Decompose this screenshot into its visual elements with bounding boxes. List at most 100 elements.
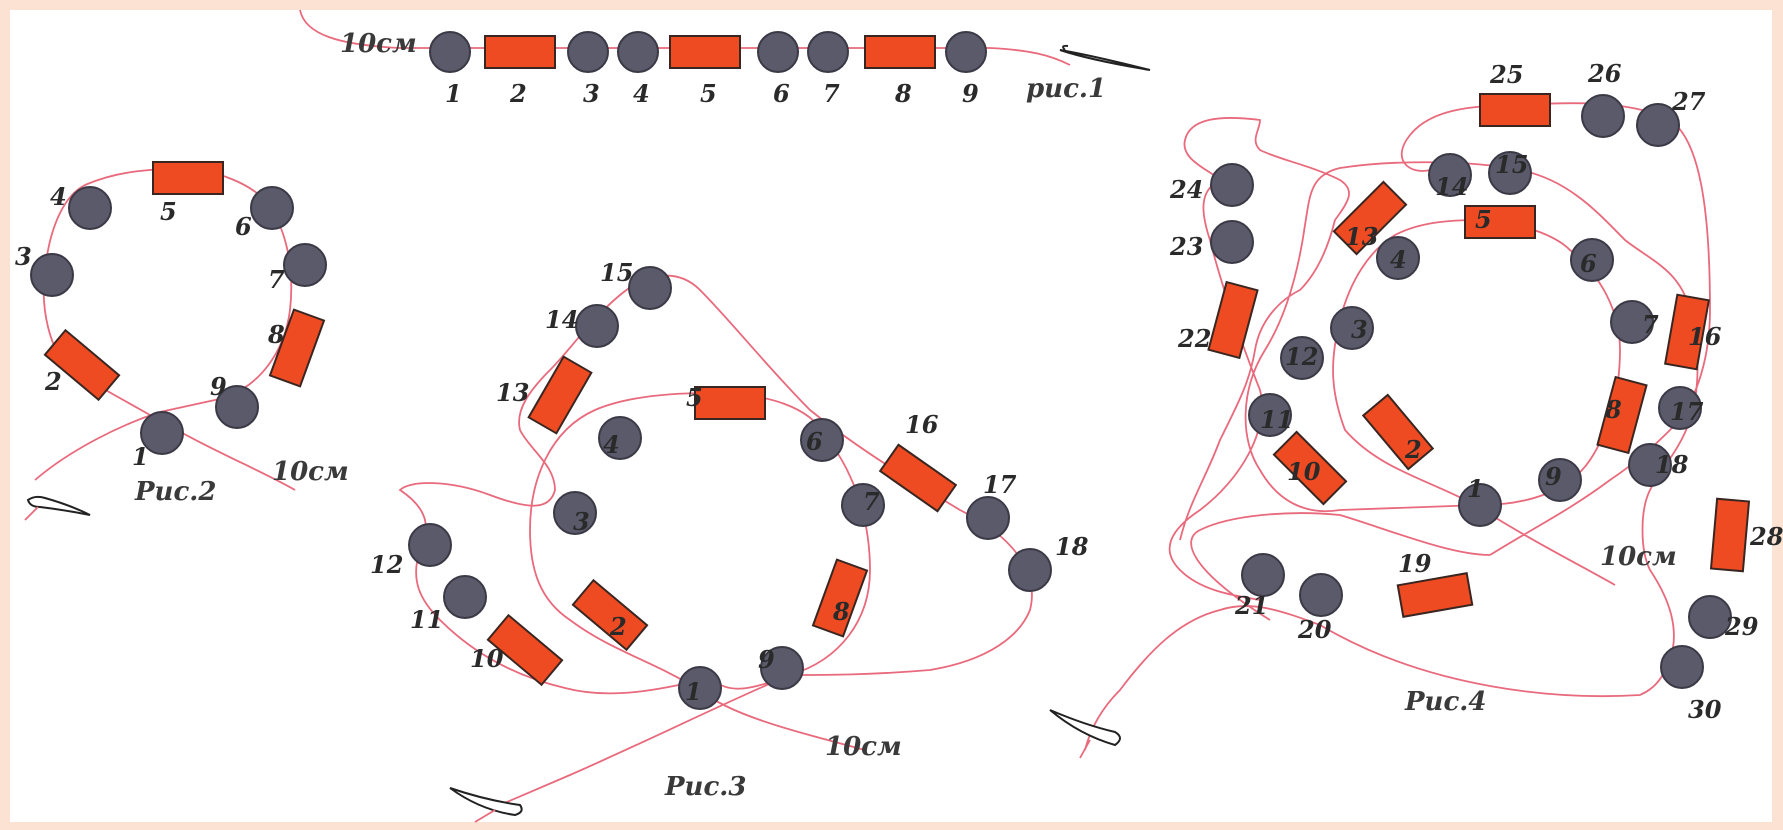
bead-4-18: [1628, 443, 1672, 487]
needle-fig2: [24, 495, 91, 521]
thread-length-label: 10см: [272, 457, 349, 487]
item-number-label: 20: [1297, 615, 1332, 644]
item-number-label: 24: [1169, 175, 1203, 204]
figure-caption: Рис.3: [664, 772, 746, 802]
bead-3-6: [800, 418, 844, 462]
item-number-label: 10: [1287, 457, 1321, 486]
bugle-bead-4-25: [1479, 93, 1551, 127]
item-number-label: 30: [1688, 695, 1722, 724]
item-number-label: 19: [1398, 549, 1432, 578]
item-number-label: 4: [633, 79, 650, 108]
item-number-label: 29: [1724, 612, 1759, 641]
item-number-label: 8: [894, 79, 912, 108]
bead-4-9: [1538, 458, 1582, 502]
bead-2-9: [215, 385, 259, 429]
thread-length-label: 10см: [1600, 542, 1677, 572]
item-number-label: 25: [1489, 60, 1523, 89]
thread-fig3: [398, 274, 1033, 806]
thread-length-label: 10см: [825, 732, 902, 762]
item-number-label: 5: [1475, 205, 1492, 234]
bugle-bead-3-5: [694, 386, 766, 420]
bugle-bead-4-16: [1664, 293, 1710, 371]
bugle-bead-4-22: [1207, 280, 1259, 360]
item-number-label: 18: [1055, 532, 1089, 561]
item-number-label: 3: [1351, 315, 1368, 344]
item-number-label: 22: [1177, 324, 1211, 353]
bead-4-3: [1330, 306, 1374, 350]
bead-1-1: [429, 31, 471, 73]
item-number-label: 11: [410, 605, 443, 634]
bead-3-14: [575, 304, 619, 348]
bead-3-1: [678, 666, 722, 710]
bead-2-1: [140, 411, 184, 455]
item-number-label: 10: [470, 644, 504, 673]
bead-4-6: [1570, 238, 1614, 282]
bugle-bead-4-2: [1361, 393, 1435, 471]
item-number-label: 2: [44, 367, 62, 396]
thread-fig1: [299, 9, 1071, 66]
thread-length-label: 10см: [340, 29, 417, 59]
bead-3-9: [760, 646, 804, 690]
figure-caption: рис.1: [1026, 74, 1106, 104]
item-number-label: 8: [267, 320, 285, 349]
item-number-label: 2: [1404, 435, 1422, 464]
item-number-label: 13: [496, 378, 529, 407]
bugle-bead-3-10: [486, 613, 564, 687]
bead-1-6: [757, 31, 799, 73]
item-number-label: 9: [1545, 462, 1562, 491]
bead-4-24: [1210, 163, 1254, 207]
bugle-bead-1-5: [669, 35, 741, 69]
item-number-label: 1: [685, 677, 702, 706]
item-number-label: 11: [1260, 405, 1293, 434]
bead-4-20: [1299, 573, 1343, 617]
bead-3-11: [443, 575, 487, 619]
bead-3-18: [1008, 548, 1052, 592]
bead-2-7: [283, 243, 327, 287]
item-number-label: 12: [1285, 342, 1318, 371]
item-number-label: 5: [686, 383, 703, 412]
item-number-label: 6: [235, 212, 252, 241]
needle-fig4: [1049, 709, 1121, 759]
item-number-label: 6: [1580, 249, 1597, 278]
bugle-bead-4-19: [1396, 572, 1474, 618]
bead-3-3: [553, 491, 597, 535]
bead-3-7: [841, 483, 885, 527]
bead-4-26: [1581, 94, 1625, 138]
item-number-label: 27: [1671, 87, 1706, 116]
item-number-label: 5: [160, 197, 177, 226]
item-number-label: 17: [983, 470, 1017, 499]
item-number-label: 23: [1169, 232, 1203, 261]
needles: [24, 44, 1151, 823]
item-number-label: 17: [1670, 397, 1704, 426]
item-number-label: 2: [509, 79, 527, 108]
item-number-label: 1: [1467, 474, 1484, 503]
item-number-label: 8: [832, 597, 850, 626]
bugle-bead-3-16: [878, 443, 958, 513]
item-number-label: 16: [905, 410, 939, 439]
bugle-bead-4-8: [1596, 375, 1648, 455]
item-number-label: 4: [603, 430, 620, 459]
bugle-bead-1-8: [864, 35, 936, 69]
bead-4-17: [1658, 386, 1702, 430]
bead-4-21: [1241, 553, 1285, 597]
item-number-label: 13: [1345, 222, 1378, 251]
bead-4-23: [1210, 220, 1254, 264]
thread-fig4: [1084, 102, 1711, 751]
bead-1-7: [807, 31, 849, 73]
item-number-label: 9: [758, 645, 775, 674]
bead-4-30: [1660, 645, 1704, 689]
threads: [34, 9, 1711, 806]
bugle-bead-4-28: [1709, 497, 1751, 573]
item-number-label: 21: [1234, 591, 1268, 620]
needle-fig3: [449, 787, 523, 823]
item-number-label: 8: [1604, 395, 1622, 424]
item-number-label: 1: [132, 442, 149, 471]
item-number-label: 4: [1390, 245, 1407, 274]
item-number-label: 3: [583, 79, 600, 108]
item-number-label: 6: [773, 79, 790, 108]
bugle-bead-3-8: [811, 558, 869, 638]
item-number-label: 15: [1495, 150, 1528, 179]
